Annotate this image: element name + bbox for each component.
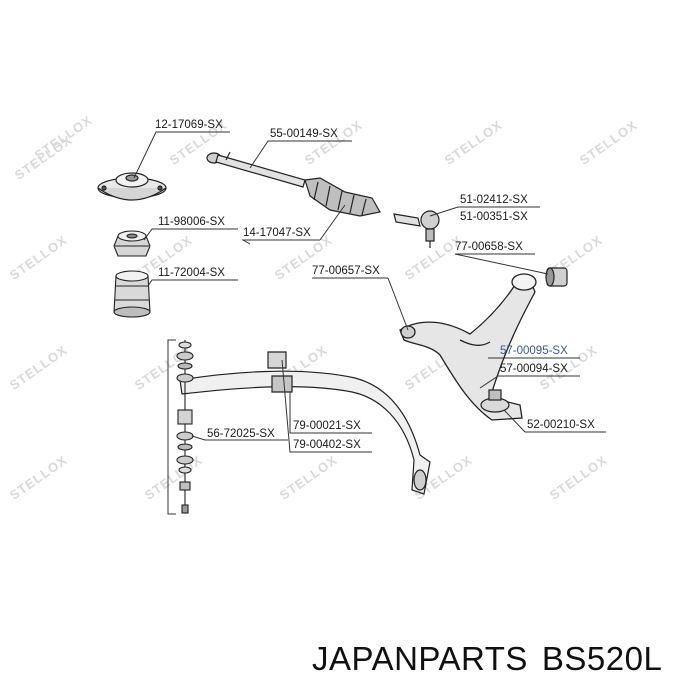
stabilizer-link-bracket bbox=[167, 339, 176, 515]
leader-strut-mount bbox=[133, 131, 230, 179]
label-strut-mount: 12-17069-SX bbox=[155, 119, 223, 131]
label-ball-joint: 52-00210-SX bbox=[527, 419, 595, 431]
label-tie-rod: 55-00149-SX bbox=[270, 128, 338, 140]
leader-control-arm-b bbox=[479, 375, 580, 389]
bump-stop-part bbox=[113, 230, 151, 257]
label-tie-rod-end-a: 51-02412-SX bbox=[460, 194, 528, 206]
arm-bushing-rear-part bbox=[545, 267, 568, 287]
label-arm-bushing-rear: 77-00658-SX bbox=[455, 241, 523, 253]
footer-caption: JAPANPARTS BS520L bbox=[312, 640, 692, 678]
control-arm-part bbox=[399, 273, 537, 421]
tie-rod-end-part bbox=[393, 210, 440, 248]
leader-arm-bushing-rear bbox=[454, 253, 549, 275]
label-stabilizer-link: 56-72025-SX bbox=[207, 428, 275, 440]
label-stabilizer-bushing-b: 79-00402-SX bbox=[293, 439, 361, 451]
dust-boot-part bbox=[113, 270, 151, 318]
stabilizer-bushing-part bbox=[267, 351, 293, 393]
label-bump-stop: 11-98006-SX bbox=[158, 216, 225, 228]
leader-tie-rod-end-a bbox=[429, 206, 540, 217]
label-control-arm-b: 57-00094-SX bbox=[500, 363, 568, 375]
ball-joint-part bbox=[480, 389, 510, 413]
footer-brand: JAPANPARTS bbox=[312, 640, 528, 677]
label-steering-boot: 14-17047-SX bbox=[243, 227, 311, 239]
leader-ball-joint bbox=[503, 409, 606, 433]
label-tie-rod-end-b: 51-00351-SX bbox=[460, 211, 528, 223]
leader-tie-rod bbox=[249, 140, 352, 169]
tie-rod-part bbox=[206, 151, 306, 188]
label-dust-boot: 11-72004-SX bbox=[158, 267, 225, 279]
leader-bump-stop bbox=[143, 228, 238, 241]
leader-stabilizer-bushing-b bbox=[281, 359, 372, 453]
leader-stabilizer-link bbox=[191, 435, 288, 441]
leader-steering-boot bbox=[241, 204, 346, 245]
label-control-arm-a: 57-00095-SX bbox=[500, 345, 568, 357]
steering-boot-part bbox=[304, 177, 381, 217]
label-arm-bushing-front: 77-00657-SX bbox=[312, 265, 380, 277]
leader-arm-bushing-front bbox=[312, 277, 409, 331]
strut-mount-part bbox=[97, 172, 167, 201]
stabilizer-link-part bbox=[176, 340, 194, 514]
leader-stabilizer-bushing-a bbox=[289, 392, 372, 434]
leader-dust-boot bbox=[147, 279, 238, 287]
footer-part-number: BS520L bbox=[541, 640, 663, 677]
label-stabilizer-bushing-a: 79-00021-SX bbox=[293, 420, 361, 432]
leader-lines bbox=[133, 131, 606, 453]
